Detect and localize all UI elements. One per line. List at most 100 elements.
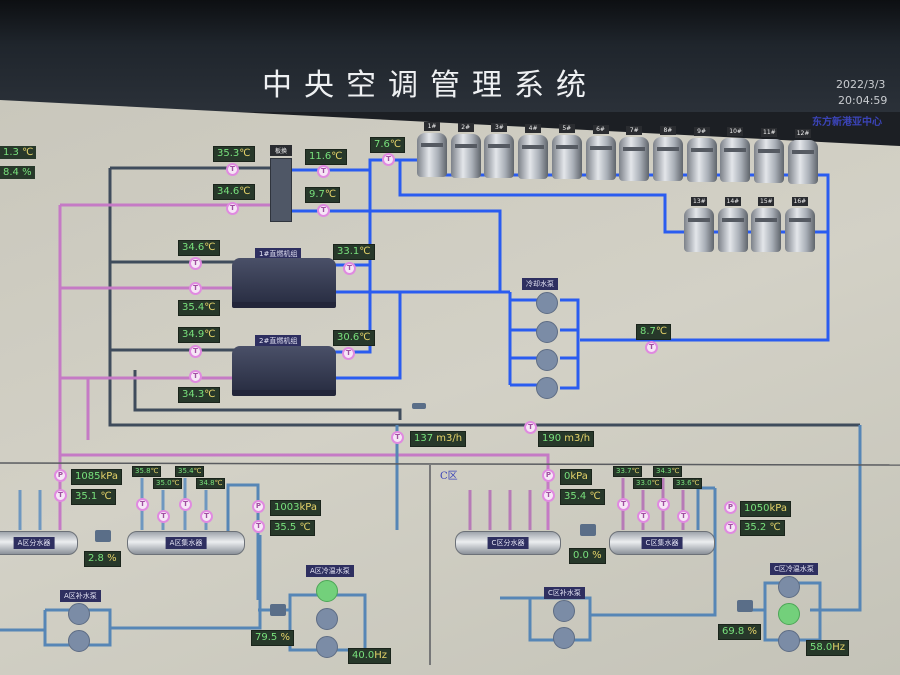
zone-a-circ-pump-label: A区冷温水泵 [306,565,354,577]
hx-cold-out-temp: 11.6℃ [305,149,347,165]
zone-a-pump-valve[interactable] [270,604,286,616]
temp-sensor-icon[interactable]: T [179,498,192,511]
temp-sensor-icon[interactable]: T [317,165,330,178]
chiller-2-chw-temp: 30.6℃ [333,330,375,346]
zone-a-bypass-valve[interactable] [95,530,111,542]
cooling-pump-1[interactable] [536,292,558,314]
cooling-tower-2[interactable] [450,133,481,178]
temp-sensor-icon[interactable]: T [542,489,555,502]
cooling-pump-4[interactable] [536,377,558,399]
cooling-tower-15[interactable] [751,208,781,252]
cooling-tower-label: 16# [791,197,808,206]
pressure-sensor-icon[interactable]: P [54,469,67,482]
cooling-tower-11[interactable] [754,139,784,183]
zone-c-circ-pump-3[interactable] [778,630,800,652]
zone-a-makeup-pump-1[interactable] [68,603,90,625]
cooling-tower-3[interactable] [484,134,515,179]
temp-sensor-icon[interactable]: T [189,257,202,270]
cooling-tower-13[interactable] [684,208,714,252]
zone-a-branch-temp: 35.4℃ [175,466,205,477]
zone-c-branch-temp: 33.0℃ [633,478,663,489]
temp-sensor-icon[interactable]: T [382,153,395,166]
zone-c-makeup-pump-2[interactable] [553,627,575,649]
zone-a-distributor[interactable]: A区分水器 [0,531,78,555]
cooling-pump-2[interactable] [536,321,558,343]
zone-c-circ-pump-1[interactable] [778,576,800,598]
cooling-tower-10[interactable] [720,138,751,183]
pipe-return [108,166,860,427]
flow-1: 137 m3/h [410,431,467,447]
zone-a-collector[interactable]: A区集水器 [127,531,245,555]
plate-heat-exchanger[interactable] [270,158,292,222]
temp-sensor-icon[interactable]: T [342,347,355,360]
zone-a-circ-pump-2[interactable] [316,608,338,630]
zone-c-distributor[interactable]: C区分水器 [455,531,561,555]
cooling-tower-label: 7# [626,125,643,135]
zone-a-branch-temp: 34.8℃ [196,478,226,489]
temp-sensor-icon[interactable]: T [200,510,213,523]
temp-sensor-icon[interactable]: T [189,345,202,358]
cooling-tower-14[interactable] [717,208,748,252]
cooling-tower-label: 15# [758,197,774,206]
zone-c-branch-temp: 33.6℃ [673,478,703,489]
cooling-tower-label: 11# [761,128,777,137]
zone-a-makeup-pump-2[interactable] [68,630,90,652]
zone-c-makeup-pump-label: C区补水泵 [544,587,585,599]
hx-cold-in-temp: 9.7℃ [305,187,341,203]
zone-a-makeup-pump-label: A区补水泵 [60,590,101,602]
zone-a-circ-pump-3[interactable] [316,636,338,658]
temp-sensor-icon[interactable]: T [189,282,202,295]
pipe-chilled [292,158,830,390]
pressure-sensor-icon[interactable]: P [724,501,737,514]
chiller-2[interactable] [232,346,336,396]
temp-sensor-icon[interactable]: T [724,521,737,534]
temp-sensor-icon[interactable]: T [645,341,658,354]
zone-c-pump-valve[interactable] [737,600,753,612]
temp-sensor-icon[interactable]: T [54,489,67,502]
zone-c-bypass-valve[interactable] [580,524,596,536]
zone-a-circ-pump-1[interactable] [316,580,338,602]
zone-c-distributor-label: C区分水器 [487,537,529,549]
pipe-hot [58,203,550,530]
temp-sensor-icon[interactable]: T [136,498,149,511]
temp-sensor-icon[interactable]: T [157,510,170,523]
cooling-tower-8[interactable] [652,137,683,182]
zone-c-makeup-pump-1[interactable] [553,600,575,622]
zone-c-circ-pump-2[interactable] [778,603,800,625]
temp-sensor-icon[interactable]: T [637,510,650,523]
cooling-tower-label: 8# [659,126,676,136]
flow-sensor-icon[interactable]: T [524,421,537,434]
temp-sensor-icon[interactable]: T [252,520,265,533]
zone-c-collector[interactable]: C区集水器 [609,531,715,555]
cooling-tower-16[interactable] [784,208,815,252]
cooling-tower-12[interactable] [787,139,818,184]
zone-a-branch-temp: 35.0℃ [153,478,183,489]
temp-sensor-icon[interactable]: T [657,498,670,511]
temp-sensor-icon[interactable]: T [317,204,330,217]
cooling-tower-9[interactable] [686,137,717,182]
cooling-tower-label: 4# [525,123,542,133]
cooling-tower-4[interactable] [518,134,549,179]
flow-sensor-icon[interactable]: T [391,431,404,444]
org-name: 东方新港亚中心 [812,117,882,128]
cooling-tower-1[interactable] [417,133,447,177]
cooling-tower-7[interactable] [619,136,650,181]
temp-sensor-icon[interactable]: T [343,262,356,275]
bypass-valve[interactable] [412,403,426,409]
temp-sensor-icon[interactable]: T [226,202,239,215]
pressure-sensor-icon[interactable]: P [252,500,265,513]
temp-sensor-icon[interactable]: T [677,510,690,523]
temp-sensor-icon[interactable]: T [226,163,239,176]
cooling-pump-3[interactable] [536,349,558,371]
zone-c-collector-label: C区集水器 [641,537,683,549]
chiller-1[interactable] [232,258,336,308]
temp-sensor-icon[interactable]: T [189,370,202,383]
temp-sensor-icon[interactable]: T [617,498,630,511]
cooling-tower-5[interactable] [551,135,582,180]
pressure-sensor-icon[interactable]: P [542,469,555,482]
zone-c-return-pressure: 1050kPa [740,501,791,517]
cooling-tower-6[interactable] [585,136,616,180]
chiller-1-out-temp: 35.4℃ [178,300,220,316]
